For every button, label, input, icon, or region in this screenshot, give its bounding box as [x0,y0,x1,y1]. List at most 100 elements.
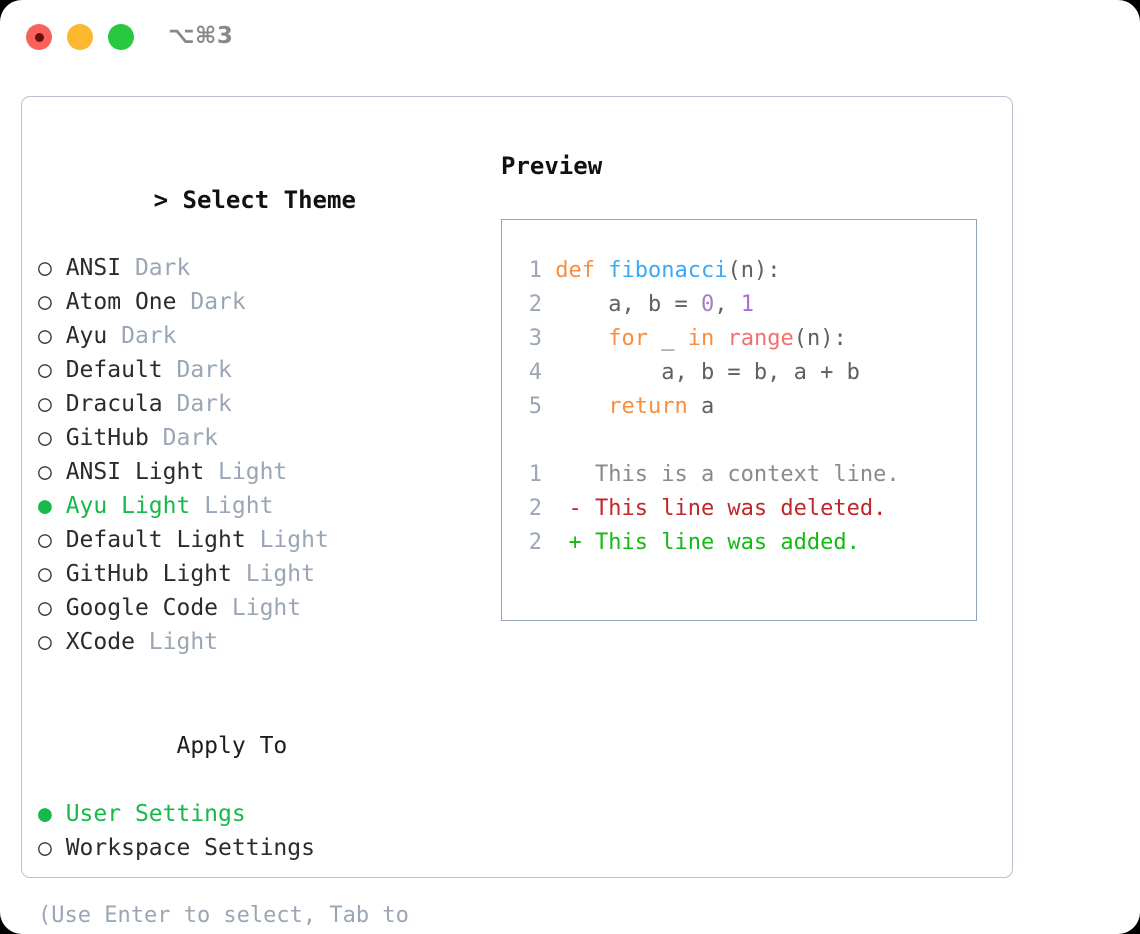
code-line: 5 return a [520,390,976,424]
theme-variant-tag: Dark [176,357,232,383]
code-gutter-space [542,258,555,283]
theme-option-label: Google Code [51,595,232,621]
theme-option-label: Default Light [51,527,260,553]
code-token: def [555,258,595,283]
code-token: range [727,326,794,351]
focus-caret-icon: > [153,186,183,214]
code-diff-spacer [520,424,976,458]
theme-variant-tag: Light [218,459,288,485]
theme-option-label: Dracula [51,391,177,417]
code-token: (n): [793,326,847,351]
code-token [555,394,608,419]
radio-unselected-icon: ○ [38,459,52,485]
theme-option-ansi[interactable]: ○ ANSI Dark [38,251,488,285]
select-theme-title: Select Theme [182,186,356,214]
code-token: a, b = [555,292,701,317]
theme-variant-tag: Light [245,561,315,587]
code-token: a, b = b, a + b [555,360,860,385]
code-gutter-space [542,292,555,317]
theme-selector-column: > Select Theme ○ ANSI Dark○ Atom One Dar… [38,149,488,934]
theme-variant-tag: Dark [134,255,191,281]
theme-option-dracula[interactable]: ○ Dracula Dark [38,387,488,421]
line-number: 2 [528,496,542,521]
code-line: 2 a, b = 0, 1 [520,288,976,322]
code-line: 3 for _ in range(n): [520,322,976,356]
theme-variant-tag: Light [148,629,219,655]
apply-to-option-label: Workspace Settings [51,835,315,861]
theme-variant-tag: Dark [162,425,219,451]
diff-line-del: 2 - This line was deleted. [520,492,976,526]
code-token: (n): [727,258,781,283]
theme-option-ayu-light[interactable]: ● Ayu Light Light [38,489,488,523]
code-token [595,258,608,283]
apply-to-option-workspace-settings[interactable]: ○ Workspace Settings [38,831,488,865]
theme-variant-tag: Dark [190,289,246,315]
code-token: _ [647,326,688,351]
apply-to-title: Apply To [176,733,288,759]
radio-unselected-icon: ○ [38,835,52,861]
title-bar: ⌥⌘3 [0,0,1140,78]
diff-line-text: - This line was deleted. [542,496,887,521]
theme-variant-tag: Light [259,527,329,553]
theme-option-default[interactable]: ○ Default Dark [38,353,488,387]
diff-sample: 1 This is a context line.2 - This line w… [520,458,976,560]
content-panel: > Select Theme ○ ANSI Dark○ Atom One Dar… [21,96,1013,928]
radio-unselected-icon: ○ [38,527,52,553]
diff-line-text: This is a context line. [542,462,900,487]
zoom-button[interactable] [108,24,134,50]
radio-selected-icon: ● [38,801,52,827]
code-token: return [608,394,688,419]
theme-variant-tag: Light [231,595,302,621]
theme-option-label: Ayu Light [51,493,205,519]
theme-option-label: Ayu [51,323,122,349]
radio-unselected-icon: ○ [38,595,52,621]
theme-option-github[interactable]: ○ GitHub Dark [38,421,488,455]
apply-to-option-label: User Settings [51,801,246,827]
radio-unselected-icon: ○ [38,357,52,383]
apply-to-option-list: ● User Settings○ Workspace Settings [38,797,488,865]
code-token: for [608,326,648,351]
theme-option-google-code[interactable]: ○ Google Code Light [38,591,488,625]
theme-option-label: ANSI [51,255,135,281]
line-number: 2 [528,292,542,317]
code-token: a [687,394,715,419]
line-number: 1 [528,462,542,487]
minimize-button[interactable] [67,24,93,50]
apply-to-heading: Apply To [38,695,488,797]
theme-variant-tag: Dark [176,391,232,417]
keyboard-shortcut-label: ⌥⌘3 [168,23,234,49]
code-token: fibonacci [608,258,728,283]
theme-option-label: GitHub Light [51,561,246,587]
theme-option-ayu[interactable]: ○ Ayu Dark [38,319,488,353]
theme-variant-tag: Light [204,493,274,519]
select-theme-heading: > Select Theme [38,149,488,251]
radio-unselected-icon: ○ [38,255,52,281]
theme-option-label: GitHub [51,425,163,451]
theme-option-ansi-light[interactable]: ○ ANSI Light Light [38,455,488,489]
radio-unselected-icon: ○ [38,561,52,587]
code-token: in [687,326,715,351]
code-gutter-space [542,394,555,419]
diff-line-add: 2 + This line was added. [520,526,976,560]
radio-unselected-icon: ○ [38,391,52,417]
code-token: , [714,292,741,317]
code-gutter-space [542,360,555,385]
code-token: 0 [700,292,715,317]
theme-option-xcode[interactable]: ○ XCode Light [38,625,488,659]
preview-column: Preview 1 def fibonacci(n):2 a, b = 0, 1… [501,149,1001,621]
line-number: 1 [528,258,542,283]
theme-option-list: ○ ANSI Dark○ Atom One Dark○ Ayu Dark○ De… [38,251,488,659]
code-line: 4 a, b = b, a + b [520,356,976,390]
theme-option-github-light[interactable]: ○ GitHub Light Light [38,557,488,591]
theme-option-atom-one[interactable]: ○ Atom One Dark [38,285,488,319]
theme-option-default-light[interactable]: ○ Default Light Light [38,523,488,557]
radio-unselected-icon: ○ [38,425,52,451]
apply-to-option-user-settings[interactable]: ● User Settings [38,797,488,831]
close-button[interactable] [26,24,52,50]
line-number: 3 [528,326,542,351]
theme-option-label: Default [51,357,177,383]
radio-unselected-icon: ○ [38,289,52,315]
